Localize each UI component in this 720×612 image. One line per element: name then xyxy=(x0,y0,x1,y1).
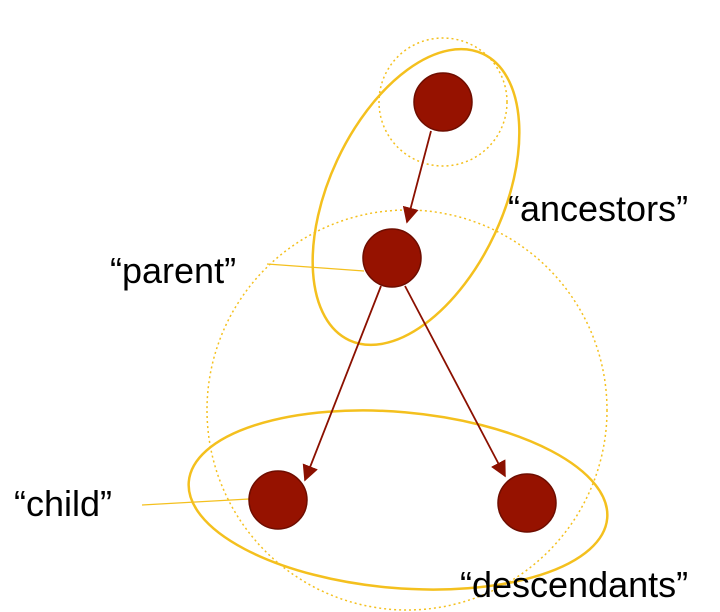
node-root xyxy=(413,72,473,132)
parent-leader-line xyxy=(266,263,365,272)
child-leader-line xyxy=(141,498,250,506)
parent-label: “parent” xyxy=(110,250,236,291)
root-region-dotted xyxy=(378,37,508,167)
subtree-region-dotted xyxy=(206,209,608,611)
descendants-ellipse xyxy=(187,409,609,591)
child-label: “child” xyxy=(14,483,112,524)
ancestors-ellipse xyxy=(311,47,521,347)
edge-parent-to-child-left xyxy=(302,285,382,482)
descendants-label: “descendants” xyxy=(460,564,688,605)
edge-root-to-parent xyxy=(402,130,432,224)
edge-parent-to-child-right xyxy=(404,285,506,478)
node-child-left xyxy=(248,470,308,530)
ancestors-label: “ancestors” xyxy=(508,188,688,229)
node-child-right xyxy=(497,473,557,533)
node-parent xyxy=(362,228,422,288)
